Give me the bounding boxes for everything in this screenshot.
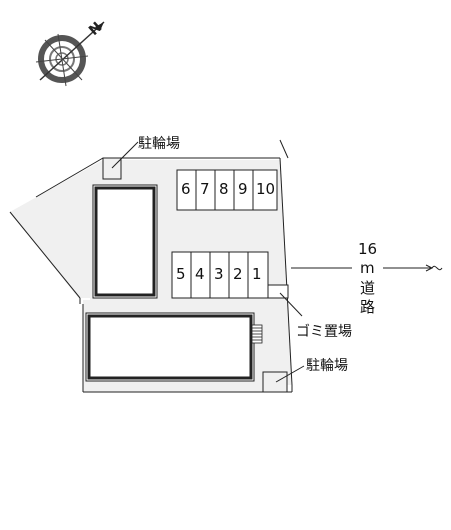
parking-row-bottom: 5 4 3 2 1 xyxy=(171,251,269,299)
parking-space-7: 7 xyxy=(200,180,210,198)
parking-row-top: 6 7 8 9 10 xyxy=(176,169,278,211)
garbage-area xyxy=(267,284,289,299)
bicycle-parking-area-bottom xyxy=(262,371,288,393)
building-1 xyxy=(92,184,158,299)
parking-space-9: 9 xyxy=(238,180,248,198)
lot-area-left-wing xyxy=(10,160,103,298)
parking-space-8: 8 xyxy=(219,180,229,198)
site-boundary xyxy=(9,139,293,393)
road: 16 m 道 路 xyxy=(291,240,443,316)
parking-space-2: 2 xyxy=(233,265,243,283)
bicycle-parking-label-bottom: 駐輪場 xyxy=(306,357,348,374)
building-2 xyxy=(85,312,255,382)
bicycle-parking-label-top: 駐輪場 xyxy=(138,135,180,152)
parking-space-6: 6 xyxy=(181,180,191,198)
road-width: 16 xyxy=(358,240,377,258)
parking-space-1: 1 xyxy=(252,265,262,283)
stairs-icon xyxy=(251,324,263,344)
parking-space-5: 5 xyxy=(176,265,186,283)
parking-space-4: 4 xyxy=(195,265,205,283)
parking-space-10: 10 xyxy=(256,180,275,198)
road-label-2: 路 xyxy=(360,298,375,316)
garbage-area-label: ゴミ置場 xyxy=(296,323,352,340)
road-width-unit: m xyxy=(360,259,375,277)
compass-north-icon: N xyxy=(35,19,105,87)
road-label-1: 道 xyxy=(360,279,375,297)
parking-space-3: 3 xyxy=(214,265,224,283)
